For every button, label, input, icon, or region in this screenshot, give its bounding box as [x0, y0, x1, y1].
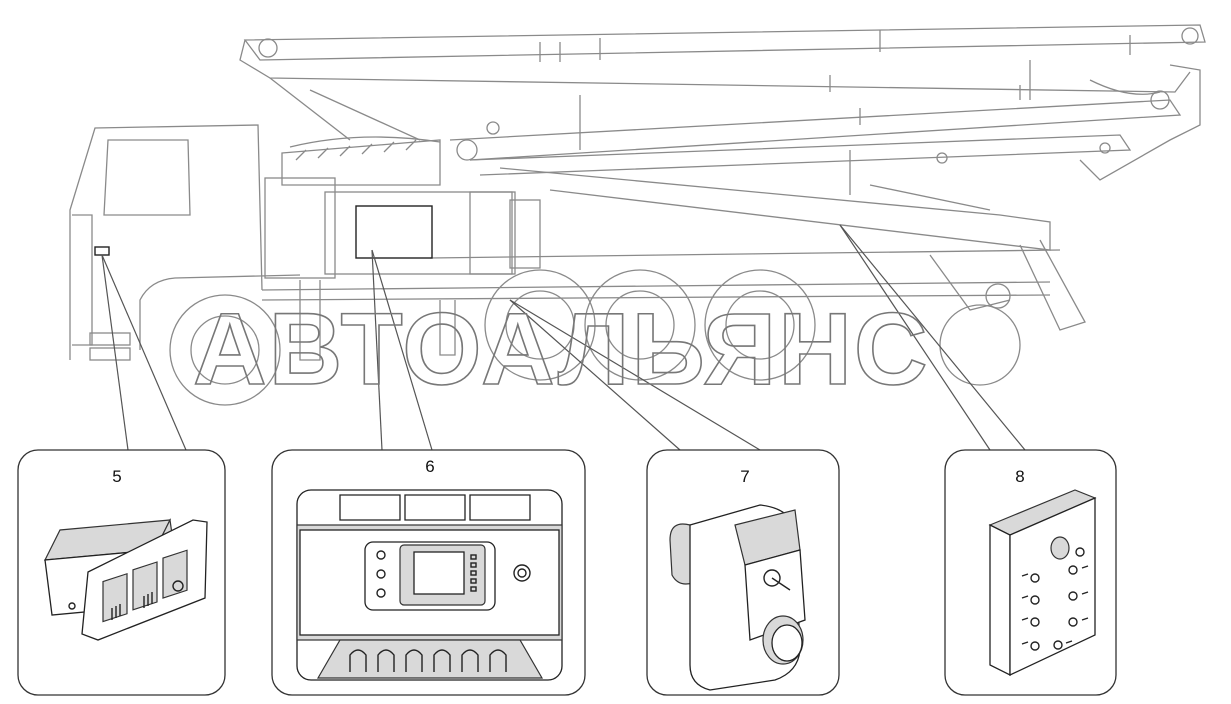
leader-lines	[101, 224, 1026, 451]
truck-chassis	[139, 249, 1061, 350]
joystick-box-icon	[669, 504, 806, 691]
callout-panel-7[interactable]: 7	[646, 449, 840, 696]
callout-number-7: 7	[740, 467, 749, 486]
truck-wheels	[169, 269, 1021, 406]
callout-number-6: 6	[425, 457, 434, 476]
rear-outrigger	[299, 239, 1086, 361]
callout-number-8: 8	[1015, 467, 1024, 486]
callout-number-5: 5	[112, 467, 121, 486]
toggle-switch-box-icon	[988, 489, 1097, 677]
boom-sections	[239, 24, 1206, 251]
truck-cab	[69, 124, 263, 361]
pump-turret	[264, 136, 541, 279]
callout-panel-5[interactable]: 5	[17, 449, 226, 696]
concrete-pump-truck-drawing	[69, 24, 1206, 451]
rocker-switch-panel-icon	[43, 518, 208, 641]
watermark-text: АВТОАЛЬЯНС	[193, 292, 930, 406]
callout-panel-6[interactable]: 6	[271, 449, 586, 696]
control-unit-display-icon	[296, 489, 563, 681]
callout-panel-8[interactable]: 8	[944, 449, 1117, 696]
